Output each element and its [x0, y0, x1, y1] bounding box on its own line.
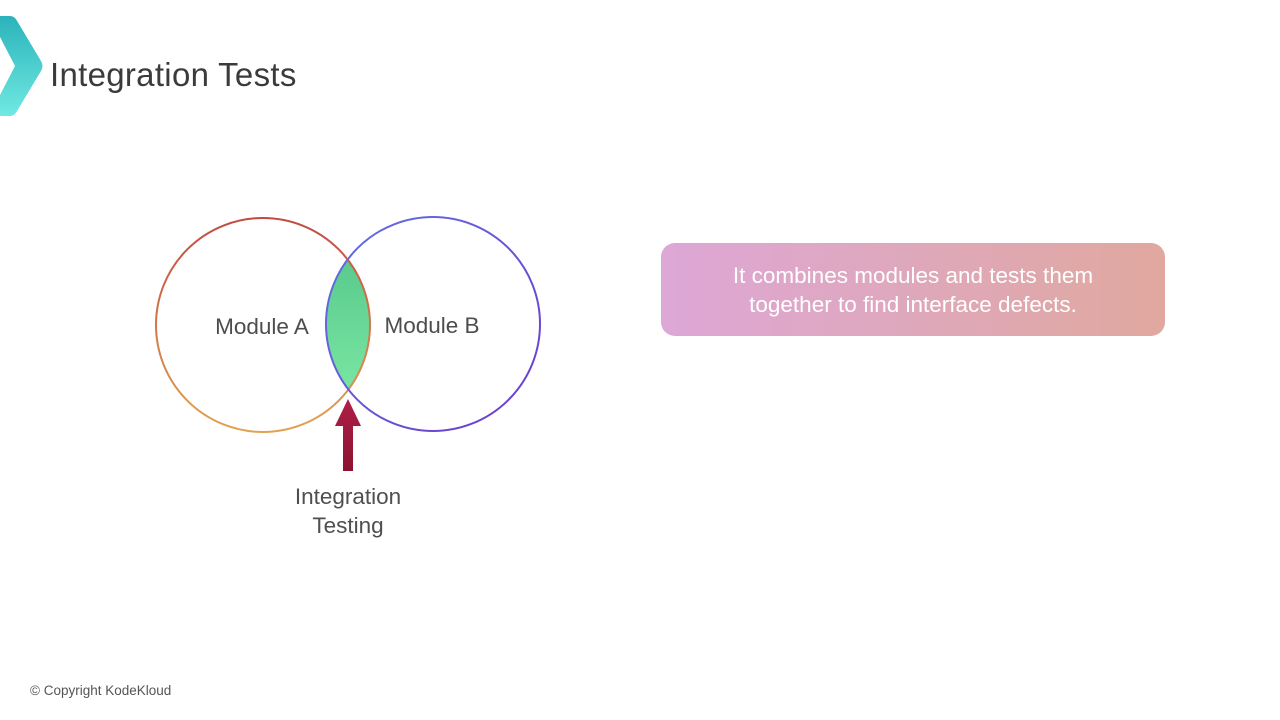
callout-background [661, 243, 1165, 336]
integration-testing-label-line1: Integration [294, 484, 402, 509]
page-title: Integration Tests [50, 56, 297, 93]
arrow-shape [335, 399, 361, 471]
integration-testing-label-line2: Testing [312, 513, 384, 538]
kodekloud-logo-chevron-icon [0, 16, 43, 116]
module-a-label: Module A [215, 314, 309, 339]
callout-text-line1: It combines modules and tests them [732, 262, 1094, 288]
up-arrow-icon [335, 399, 361, 471]
module-a-circle [155, 217, 371, 433]
callout-box: It combines modules and tests them toget… [661, 243, 1165, 336]
callout-text-line2: together to find interface defects. [749, 291, 1077, 317]
venn-diagram: Module A Module B [155, 216, 541, 433]
module-b-circle [325, 216, 541, 432]
callout-text: It combines modules and tests them toget… [661, 243, 1165, 336]
module-b-label: Module B [384, 313, 479, 338]
copyright-footer: © Copyright KodeKloud [30, 683, 172, 698]
chevron-shape [0, 16, 43, 116]
integration-testing-label: Integration Testing [248, 482, 448, 540]
